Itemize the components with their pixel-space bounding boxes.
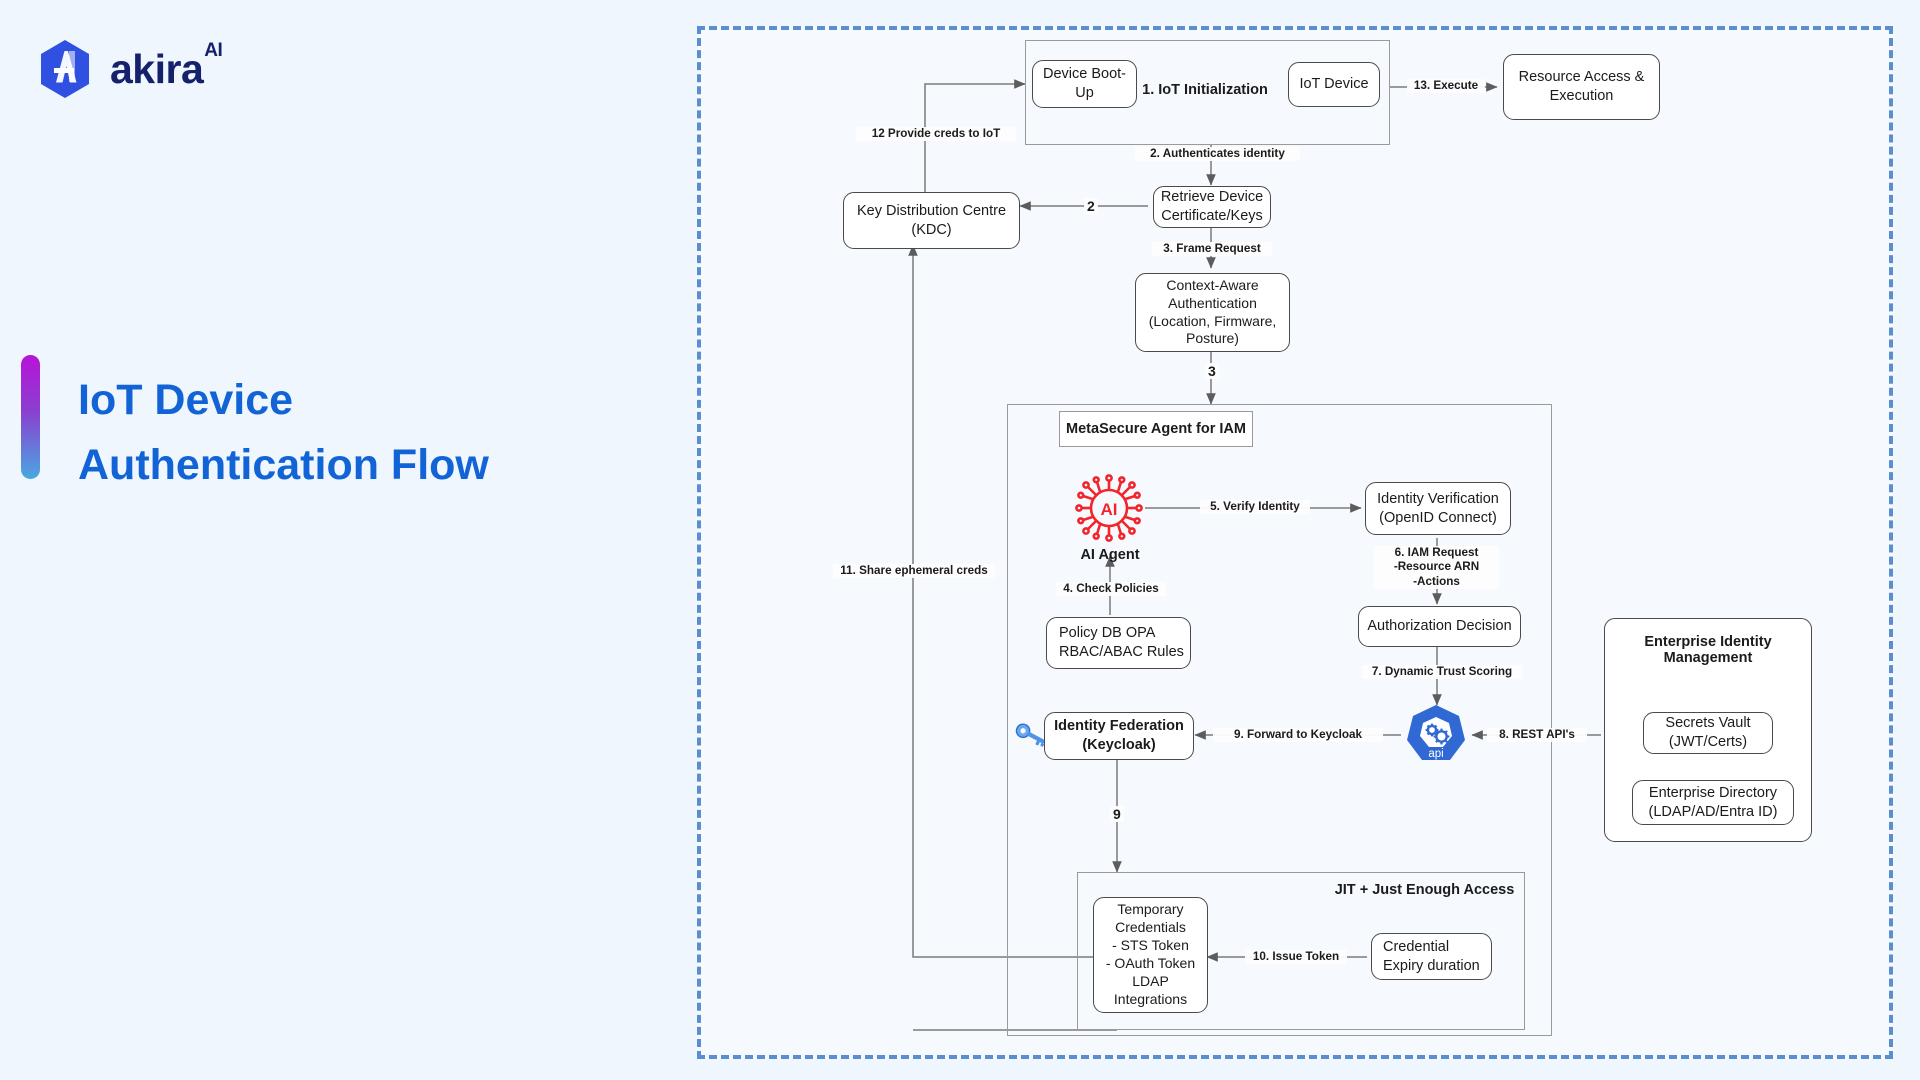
edge-label-2-authenticates-identity: 2. Authenticates identity [1135,147,1300,162]
api-kubernetes-icon: api [1404,703,1468,772]
node-secrets-vault[interactable]: Secrets Vault (JWT/Certs) [1643,712,1773,754]
edge-label-9-forward-to-keycloak: 9. Forward to Keycloak [1213,728,1383,743]
page-title: IoT Device Authentication Flow [78,368,638,499]
edge-label-7-dynamic-trust-scoring: 7. Dynamic Trust Scoring [1362,665,1522,680]
group-jit-just-enough-access [1077,872,1525,1030]
node-enterprise-directory-label: Enterprise Directory (LDAP/AD/Entra ID) [1648,784,1778,820]
node-retrieve-device-cert[interactable]: Retrieve Device Certificate/Keys [1153,186,1271,228]
node-kdc-label: Key Distribution Centre (KDC) [856,202,1007,238]
group-metasecure-agent [1007,404,1552,1036]
node-authorization-decision[interactable]: Authorization Decision [1358,606,1521,647]
svg-text:AI: AI [1101,500,1118,519]
edge-label-2: 2 [1084,198,1098,214]
brand-superscript: AI [204,39,223,61]
edge-label-3-frame-request: 3. Frame Request [1152,242,1272,257]
api-badge-text: api [1428,748,1443,760]
node-context-auth-label: Context-Aware Authentication (Location, … [1148,276,1277,347]
node-secrets-vault-label: Secrets Vault (JWT/Certs) [1665,715,1751,750]
group-jit-label: JIT + Just Enough Access [1334,882,1515,898]
node-identity-verification[interactable]: Identity Verification (OpenID Connect) [1365,482,1511,535]
ai-chip-icon: AI [1073,472,1145,549]
edge-label-3: 3 [1205,363,1219,379]
edge-label-5-verify-identity: 5. Verify Identity [1200,500,1310,515]
node-retrieve-cert-label: Retrieve Device Certificate/Keys [1160,189,1264,224]
node-resource-access[interactable]: Resource Access & Execution [1503,54,1660,120]
ai-agent-caption: AI Agent [1080,547,1140,563]
edge-label-11-share-ephemeral-creds: 11. Share ephemeral creds [833,564,995,579]
node-credential-expiry[interactable]: Credential Expiry duration [1371,933,1492,980]
edge-label-13-execute: 13. Execute [1407,79,1485,94]
node-policy-db[interactable]: Policy DB OPA RBAC/ABAC Rules [1046,617,1191,669]
group-iot-initialization-label: 1. IoT Initialization [1142,82,1268,98]
edge-label-12-provide-creds: 12 Provide creds to IoT [856,127,1016,142]
page-title-line-2: Authentication Flow [78,441,489,490]
node-credential-expiry-label: Credential Expiry duration [1383,938,1480,974]
node-key-distribution-centre[interactable]: Key Distribution Centre (KDC) [843,192,1020,249]
group-metasecure-label-text: MetaSecure Agent for IAM [1066,420,1246,437]
page-title-line-1: IoT Device [78,376,294,424]
node-resource-access-label: Resource Access & Execution [1518,69,1645,104]
node-enterprise-directory[interactable]: Enterprise Directory (LDAP/AD/Entra ID) [1632,780,1794,825]
brand-logo: akiraAI [34,38,223,100]
edge-label-10-issue-token: 10. Issue Token [1245,950,1347,965]
node-identity-federation[interactable]: Identity Federation (Keycloak) [1044,712,1194,760]
brand-name: akira [110,45,204,92]
node-policy-db-label: Policy DB OPA RBAC/ABAC Rules [1059,625,1184,660]
node-iot-device-label: IoT Device [1299,76,1369,93]
node-identity-verification-label: Identity Verification (OpenID Connect) [1377,490,1499,526]
edge-label-9: 9 [1110,806,1124,822]
edge-label-4-check-policies: 4. Check Policies [1056,582,1166,597]
akira-hexagon-logo-icon [34,38,96,100]
group-iot-initialization [1025,40,1390,145]
node-temporary-credentials-label: Temporary Credentials - STS Token - OAut… [1105,901,1196,1007]
node-iot-device[interactable]: IoT Device [1288,62,1380,107]
node-context-aware-auth[interactable]: Context-Aware Authentication (Location, … [1135,273,1290,352]
brand-wordmark: akiraAI [110,40,223,93]
key-icon [1013,722,1049,753]
edge-label-8-rest-apis: 8. REST API's [1487,728,1587,743]
group-metasecure-agent-label: MetaSecure Agent for IAM [1059,411,1253,447]
edge-label-6-iam-request: 6. IAM Request -Resource ARN -Actions [1374,546,1499,589]
node-temporary-credentials[interactable]: Temporary Credentials - STS Token - OAut… [1093,897,1208,1013]
title-accent-bar [21,355,40,479]
node-device-bootup-label: Device Boot-Up [1042,66,1126,101]
group-enterprise-identity-management-label: Enterprise Identity Management [1644,634,1772,666]
node-authorization-decision-label: Authorization Decision [1367,618,1512,635]
node-device-bootup[interactable]: Device Boot-Up [1032,60,1137,108]
node-identity-federation-label: Identity Federation (Keycloak) [1054,718,1184,753]
